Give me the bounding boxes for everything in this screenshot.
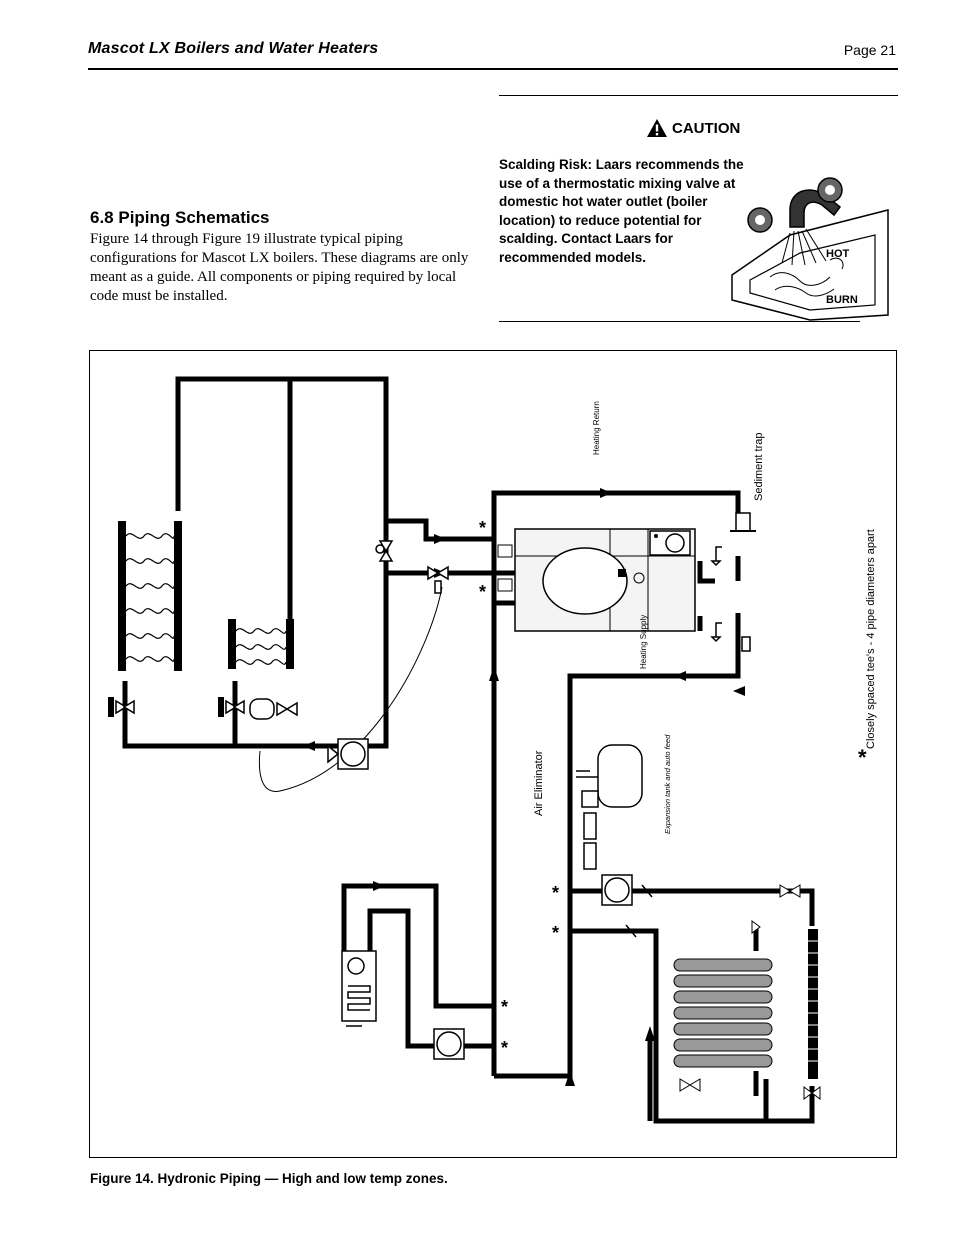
expansion-tank-icon <box>576 744 643 870</box>
main-piping <box>122 376 815 1124</box>
caution-label: CAUTION <box>672 119 741 137</box>
section-title: 6.8 Piping Schematics <box>90 208 270 227</box>
indirect-coil-icon <box>341 950 377 1027</box>
figure-caption: Figure 14. Hydronic Piping — High and lo… <box>90 1171 448 1186</box>
caution-top-rule <box>499 95 898 96</box>
page-number: Page 21 <box>843 42 896 58</box>
radiant-manifold-small <box>218 619 294 717</box>
boiler-pump-icon <box>649 530 691 556</box>
caution-text: Scalding Risk: Laars recommends the use … <box>499 157 744 265</box>
hot-word: HOT <box>826 248 850 260</box>
cast-iron-radiator <box>673 958 773 1092</box>
burn-word: BURN <box>826 294 858 306</box>
heating-supply-label: Heating Supply <box>639 614 648 669</box>
sediment-trap-icon <box>730 512 756 532</box>
air-eliminator-label: Air Eliminator <box>533 750 545 816</box>
header-rule <box>88 68 898 70</box>
tee-marker-5: * <box>501 997 509 1017</box>
tee-marker-6: * <box>501 1038 509 1058</box>
tee-marker-3: * <box>552 883 560 903</box>
drain-valve-icon <box>710 546 751 652</box>
baseboard-fin-tube <box>751 884 821 1100</box>
caution-heading: CAUTION <box>646 118 740 138</box>
tee-marker-2: * <box>479 582 487 602</box>
zone-valve-icon <box>249 540 394 720</box>
sediment-trap-label: Sediment trap <box>753 432 765 501</box>
scald-hazard-illustration: HOT BURN <box>731 177 889 321</box>
mixing-valve-icon <box>258 565 449 792</box>
caution-bottom-rule <box>499 321 860 322</box>
piping-diagram <box>108 376 821 1124</box>
expansion-tank-label: Expansion tank and auto feed <box>663 734 672 834</box>
section-body: Figure 14 through Figure 19 illustrate t… <box>90 231 469 304</box>
tee-marker-4: * <box>552 923 560 943</box>
radiant-manifold-large <box>108 521 182 717</box>
closely-spaced-tees-note: Closely spaced tee's - 4 pipe diameters … <box>865 529 877 749</box>
piping-diagram-frame: Heating Return Heating Supply Sediment t… <box>89 350 897 1158</box>
warning-triangle-icon <box>647 119 667 137</box>
check-valve-icon <box>625 884 653 938</box>
note-asterisk: * <box>858 745 867 770</box>
circulator-pump-icon <box>327 738 633 1060</box>
header-title: Mascot LX Boilers and Water Heaters <box>88 40 379 57</box>
faucet-icon <box>747 177 843 233</box>
tee-marker-1: * <box>479 518 487 538</box>
heating-return-label: Heating Return <box>592 401 601 455</box>
